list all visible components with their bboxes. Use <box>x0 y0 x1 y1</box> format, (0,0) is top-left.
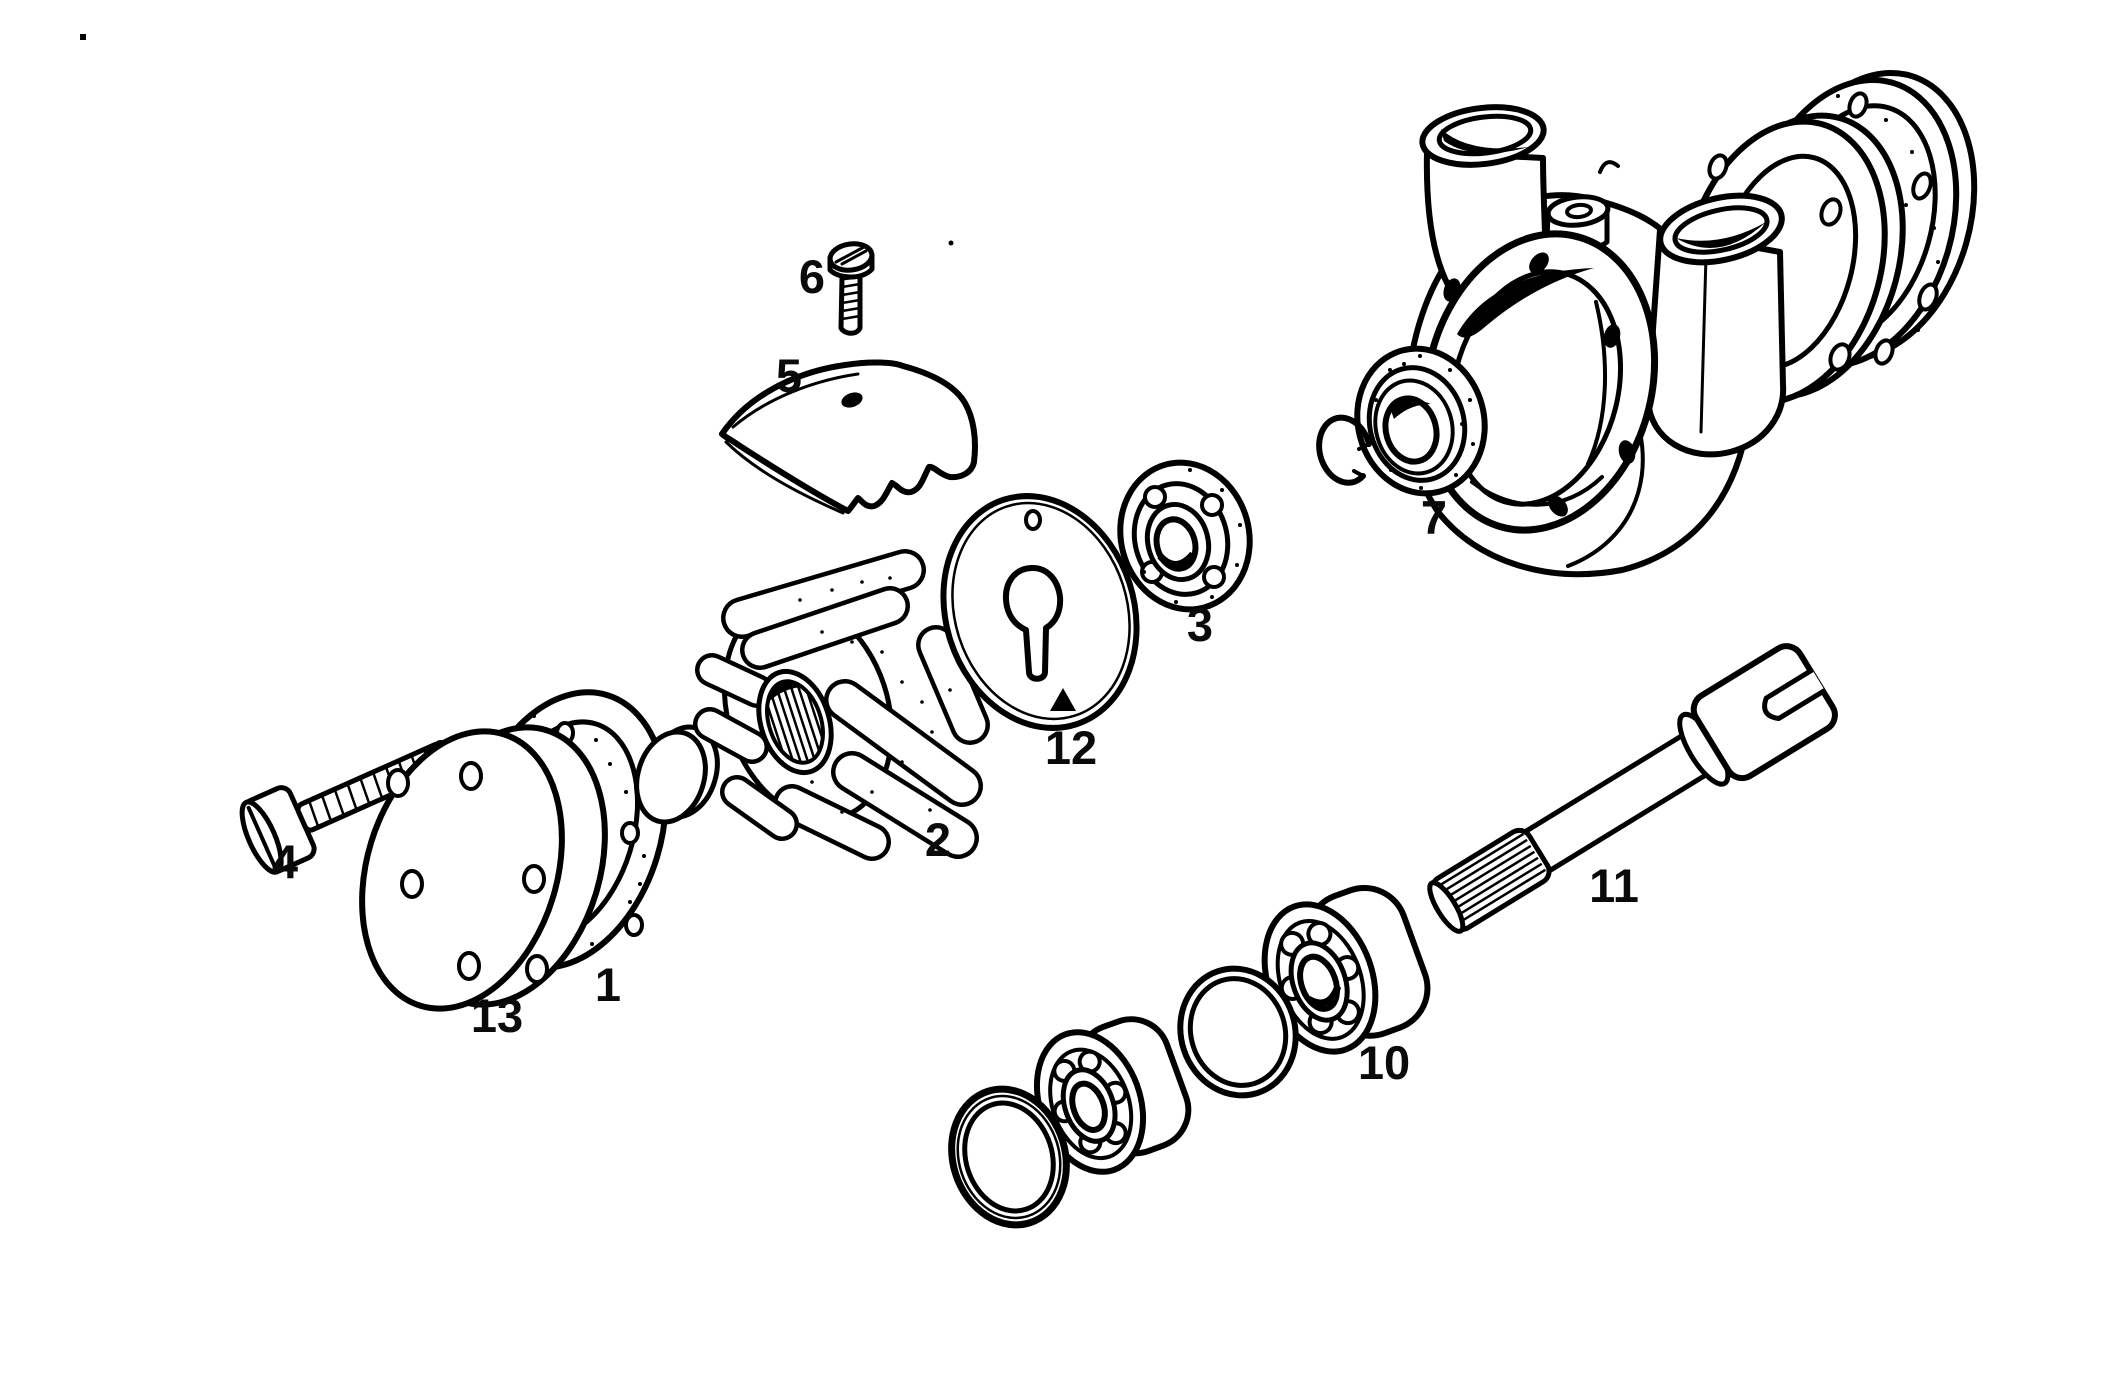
part-label-11: 11 <box>1589 859 1639 912</box>
plug-disc <box>634 724 720 825</box>
shaft-splines <box>1427 827 1552 934</box>
part-12-wear-plate <box>940 493 1140 731</box>
part-label-4: 4 <box>272 835 298 888</box>
seal-stipple <box>1371 354 1475 490</box>
snap-ring <box>1316 414 1372 486</box>
pump-front-face <box>1421 230 1659 534</box>
part-label-13: 13 <box>471 989 523 1042</box>
part-label-7: 7 <box>1421 491 1447 544</box>
part-label-10: 10 <box>1358 1036 1410 1089</box>
part-6-cam-screw <box>827 241 875 336</box>
part-label-1: 1 <box>595 958 621 1011</box>
part-2-impeller <box>693 549 990 861</box>
chamber-shadow <box>1457 268 1594 338</box>
part-label-5: 5 <box>776 349 802 402</box>
print-dot <box>948 240 954 246</box>
part-11-drive-shaft <box>1427 643 1838 934</box>
part-label-12: 12 <box>1045 721 1097 774</box>
o-ring-small <box>1177 965 1299 1099</box>
part-label-2: 2 <box>925 813 951 866</box>
part-3-bearing-seal <box>1117 459 1253 613</box>
part-labels: 1 2 3 4 5 6 7 10 11 12 13 <box>272 250 1639 1089</box>
part-label-6: 6 <box>799 250 825 303</box>
bearing-stipple <box>1132 468 1242 604</box>
impeller-blades <box>693 549 990 861</box>
discharge-port <box>1645 192 1787 458</box>
part-5-cam <box>719 359 978 515</box>
impeller-bore <box>756 668 834 776</box>
part-13-end-cover <box>359 724 608 1012</box>
impeller-stipple <box>780 576 952 832</box>
alignment-triangle <box>1050 688 1076 711</box>
print-speck <box>80 34 86 40</box>
part-7-shaft-seal <box>1354 345 1488 497</box>
seal-ring-large <box>948 1085 1070 1229</box>
part-label-3: 3 <box>1187 598 1213 651</box>
